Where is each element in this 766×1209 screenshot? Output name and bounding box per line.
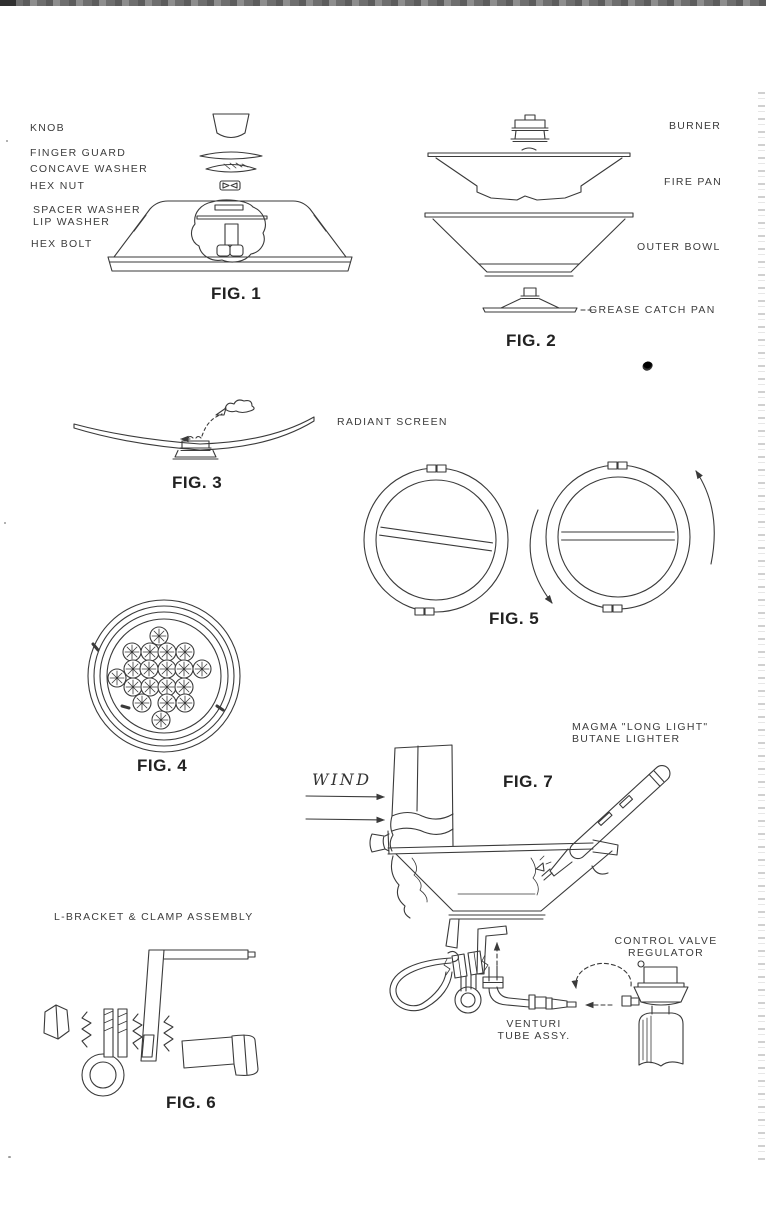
fig5-drawing-grill-grates xyxy=(363,461,715,616)
hex-bolt-part xyxy=(181,1034,259,1076)
butane-canister xyxy=(638,1012,684,1067)
fig5-caption: FIG. 5 xyxy=(489,609,540,628)
fig2-label-fire-pan: FIRE PAN xyxy=(664,176,723,188)
knob-side xyxy=(369,830,390,855)
ring-tabs xyxy=(91,642,225,712)
fig1-label-lip-washer: LIP WASHER xyxy=(33,215,111,228)
fig6-label-assembly: L-BRACKET & CLAMP ASSEMBLY xyxy=(54,911,254,923)
u-bolt-clamp-part xyxy=(81,1008,128,1097)
fig2-label-burner: BURNER xyxy=(669,120,722,132)
grate-left xyxy=(363,464,509,616)
rotate-arrow-left xyxy=(529,509,553,604)
fig6-drawing-bracket-clamp xyxy=(43,949,259,1097)
briquettes xyxy=(107,626,212,730)
bowl-rings xyxy=(87,599,241,753)
ignite-spark xyxy=(535,855,552,872)
windshield xyxy=(389,744,454,852)
fig2-drawing-exploded-bowls xyxy=(424,114,634,313)
rotate-arrow-right xyxy=(695,470,715,565)
fig4-drawing-briquette-bed xyxy=(87,599,241,753)
fire-pan-part xyxy=(427,147,631,201)
radiant-screen-part xyxy=(73,416,315,451)
fig2-label-outer-bowl: OUTER BOWL xyxy=(637,241,721,253)
hanging-clamp xyxy=(389,925,508,1014)
gas-flow-arrows xyxy=(493,941,632,1009)
fig7-label-control-valve-1: CONTROL VALVE xyxy=(614,935,718,947)
control-valve-regulator xyxy=(621,960,689,1015)
speck xyxy=(4,522,6,524)
fig1-caption: FIG. 1 xyxy=(211,284,262,303)
fig1-label-finger-guard: FINGER GUARD xyxy=(30,147,127,159)
fig7-label-lighter-2: BUTANE LIGHTER xyxy=(572,732,681,745)
fig3-drawing-radiant-screen xyxy=(73,399,315,460)
fig7-label-venturi-1: VENTURI xyxy=(506,1018,562,1030)
fig1-label-knob: KNOB xyxy=(30,122,65,134)
wind-arrows xyxy=(305,793,386,824)
ink-speck xyxy=(640,359,655,373)
fig7-label-control-valve-2: REGULATOR xyxy=(627,946,705,959)
finger-guard-part xyxy=(199,151,263,160)
fig1-label-hex-bolt: HEX BOLT xyxy=(31,238,93,250)
scan-edge-right-noise xyxy=(758,92,765,1162)
burner-part xyxy=(510,114,550,143)
fig3-label-radiant-screen: RADIANT SCREEN xyxy=(337,416,448,428)
burner-under-screen xyxy=(172,435,219,460)
fig6-caption: FIG. 6 xyxy=(166,1093,217,1112)
speck xyxy=(8,1156,11,1158)
fig1-label-concave-washer: CONCAVE WASHER xyxy=(30,163,148,175)
scan-edge-top xyxy=(0,0,766,6)
ignite-dashed-path xyxy=(201,413,223,437)
fig7-label-wind: WIND xyxy=(312,770,372,789)
fig1-label-hex-nut: HEX NUT xyxy=(30,180,86,192)
fig7-label-lighter-1: MAGMA "LONG LIGHT" xyxy=(572,721,709,733)
lid-part xyxy=(107,199,353,272)
fig7-drawing-grill-in-use xyxy=(305,744,689,1067)
fig7-caption: FIG. 7 xyxy=(503,772,554,791)
flame-scribble xyxy=(215,399,255,416)
concave-washer-part xyxy=(205,162,257,173)
fig2-label-grease-catch-pan: GREASE CATCH PAN xyxy=(589,304,716,316)
fig4-caption: FIG. 4 xyxy=(137,756,188,775)
outer-bowl-part xyxy=(424,212,634,277)
fig3-caption: FIG. 3 xyxy=(172,473,223,492)
fig7-label-lighter: MAGMA "LONG LIGHT"BUTANE LIGHTER xyxy=(572,721,709,745)
grease-catch-pan-part xyxy=(482,287,594,313)
fig1-label-spacer-washer: SPACER WASHER xyxy=(33,204,141,216)
speck xyxy=(6,140,8,142)
fig2-caption: FIG. 2 xyxy=(506,331,557,350)
hex-nut-part xyxy=(219,180,241,191)
fig1-drawing-lid-assembly xyxy=(107,113,353,272)
l-bracket-part xyxy=(140,949,256,1062)
thread-squiggles xyxy=(81,1011,174,1052)
knob-part xyxy=(212,113,250,139)
grate-right xyxy=(545,461,691,613)
butane-lighter xyxy=(541,765,671,881)
venturi-tube xyxy=(482,965,577,1010)
fig7-label-venturi-2: TUBE ASSY. xyxy=(497,1029,571,1042)
bowl-cutaway xyxy=(387,839,619,949)
hex-nut-part xyxy=(43,1004,70,1040)
